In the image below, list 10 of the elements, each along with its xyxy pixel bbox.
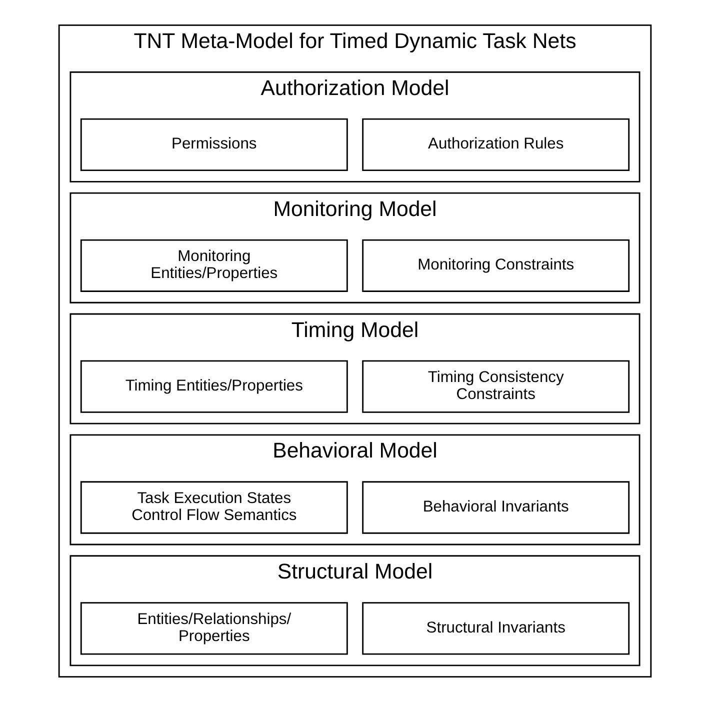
node-box: Monitoring Constraints	[362, 239, 630, 292]
node-box: Permissions	[80, 118, 348, 172]
node-box: Authorization Rules	[362, 118, 630, 172]
node-box: Timing Entities/Properties	[80, 360, 348, 413]
node-box: Timing Consistency Constraints	[362, 360, 630, 413]
node-box: Task Execution States Control Flow Semantics	[80, 481, 348, 534]
node-box: Structural Invariants	[362, 602, 630, 655]
node-box: Monitoring Entities/Properties	[80, 239, 348, 292]
node-box: Entities/Relationships/ Properties	[80, 602, 348, 655]
node-box: Behavioral Invariants	[362, 481, 630, 534]
